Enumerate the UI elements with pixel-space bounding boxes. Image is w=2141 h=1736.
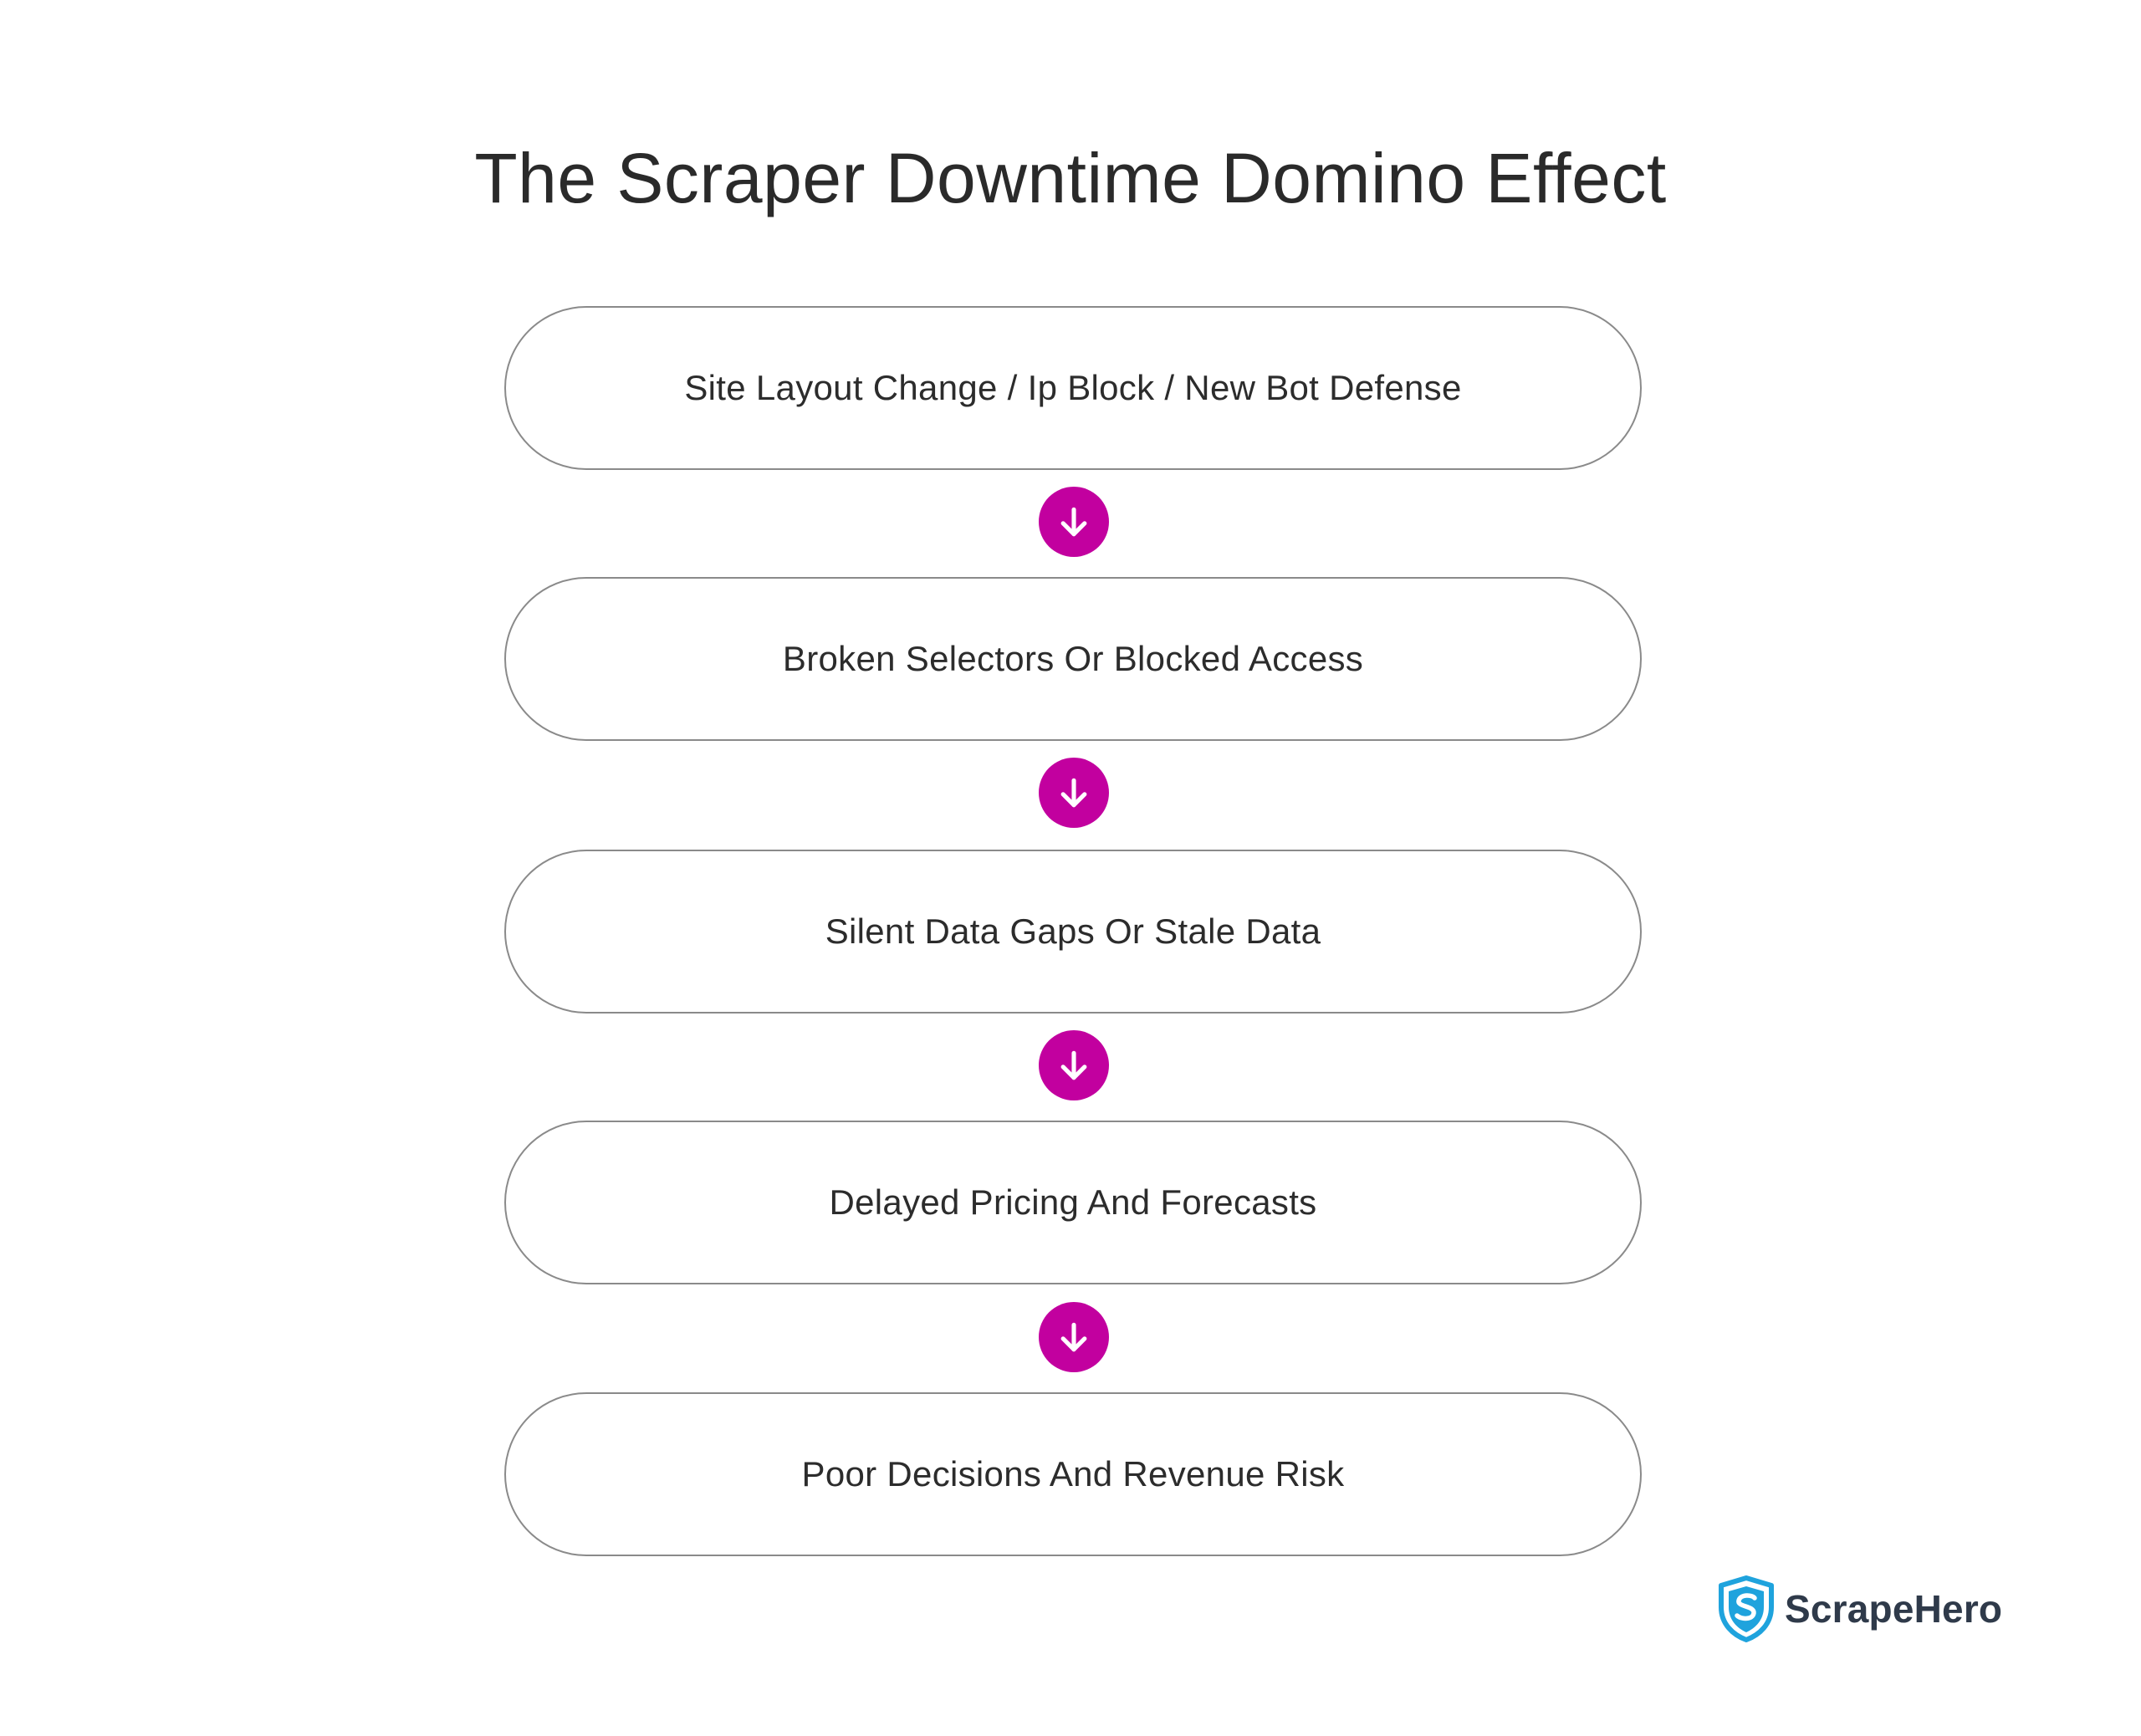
flow-step-1: Site Layout Change / Ip Block / New Bot …: [504, 306, 1642, 470]
shield-s-icon: [1719, 1575, 1774, 1642]
flow-step-label: Poor Decisions And Revenue Risk: [801, 1454, 1345, 1493]
flow-step-5: Poor Decisions And Revenue Risk: [504, 1392, 1642, 1556]
diagram-title: The Scraper Downtime Domino Effect: [474, 139, 1667, 217]
flow-step-label: Silent Data Gaps Or Stale Data: [825, 911, 1321, 951]
arrow-down-icon: [1039, 1302, 1109, 1372]
brand-name: ScrapeHero: [1785, 1587, 2003, 1631]
arrow-down-icon: [1039, 487, 1109, 557]
flow-step-label: Broken Selectors Or Blocked Access: [782, 639, 1364, 678]
flow-step-2: Broken Selectors Or Blocked Access: [504, 577, 1642, 741]
arrow-down-icon: [1039, 1030, 1109, 1100]
flow-step-label: Delayed Pricing And Forecasts: [829, 1182, 1317, 1222]
flow-step-3: Silent Data Gaps Or Stale Data: [504, 850, 1642, 1014]
flow-step-4: Delayed Pricing And Forecasts: [504, 1121, 1642, 1284]
brand-logo: ScrapeHero: [1716, 1575, 2002, 1642]
flow-step-label: Site Layout Change / Ip Block / New Bot …: [684, 368, 1462, 407]
arrow-down-icon: [1039, 758, 1109, 828]
